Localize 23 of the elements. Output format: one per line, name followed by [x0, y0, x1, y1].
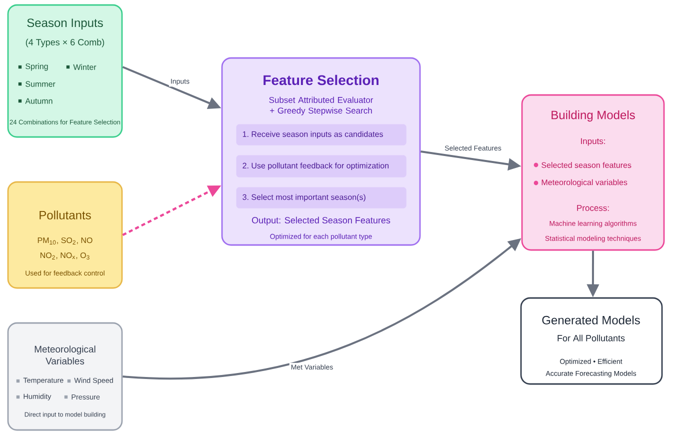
card-title: Generated Models: [542, 316, 640, 324]
step-box: 1. Receive season inputs as candidates: [236, 124, 406, 146]
list-item: Autumn: [18, 98, 52, 104]
section-heading: Inputs:: [581, 138, 605, 146]
section-heading: Process:: [577, 205, 609, 211]
step-box: 3. Select most important season(s): [236, 187, 406, 208]
list-item: Spring: [18, 63, 48, 71]
list-item: Winter: [66, 64, 96, 70]
card-title: Building Models: [552, 110, 635, 122]
card-title: Season Inputs: [27, 18, 103, 30]
card-title: Meteorological Variables: [34, 346, 96, 364]
card-title: Feature Selection: [264, 74, 378, 86]
output-text: Output: Selected Season Features: [252, 216, 390, 226]
subtitle: Subset Attributed Evaluator + Greedy Stepwise Search: [269, 96, 374, 116]
pollutant-list: NO$_{2}$, NO$_{x}$, O$_{3}$: [40, 252, 90, 260]
list-item: Summer: [18, 81, 56, 87]
subtitle: (4 Types × 6 Comb): [26, 38, 104, 48]
list-item: Selected season features: [534, 162, 632, 168]
pollutant-list: PM$_{10}$, SO$_{2}$, NO: [38, 237, 92, 245]
subtitle: For All Pollutants: [558, 334, 625, 342]
list-item: Meteorological variables: [534, 179, 628, 187]
card-title: Pollutants: [40, 210, 91, 220]
step-box: 2. Use pollutant feedback for optimization: [236, 155, 406, 178]
